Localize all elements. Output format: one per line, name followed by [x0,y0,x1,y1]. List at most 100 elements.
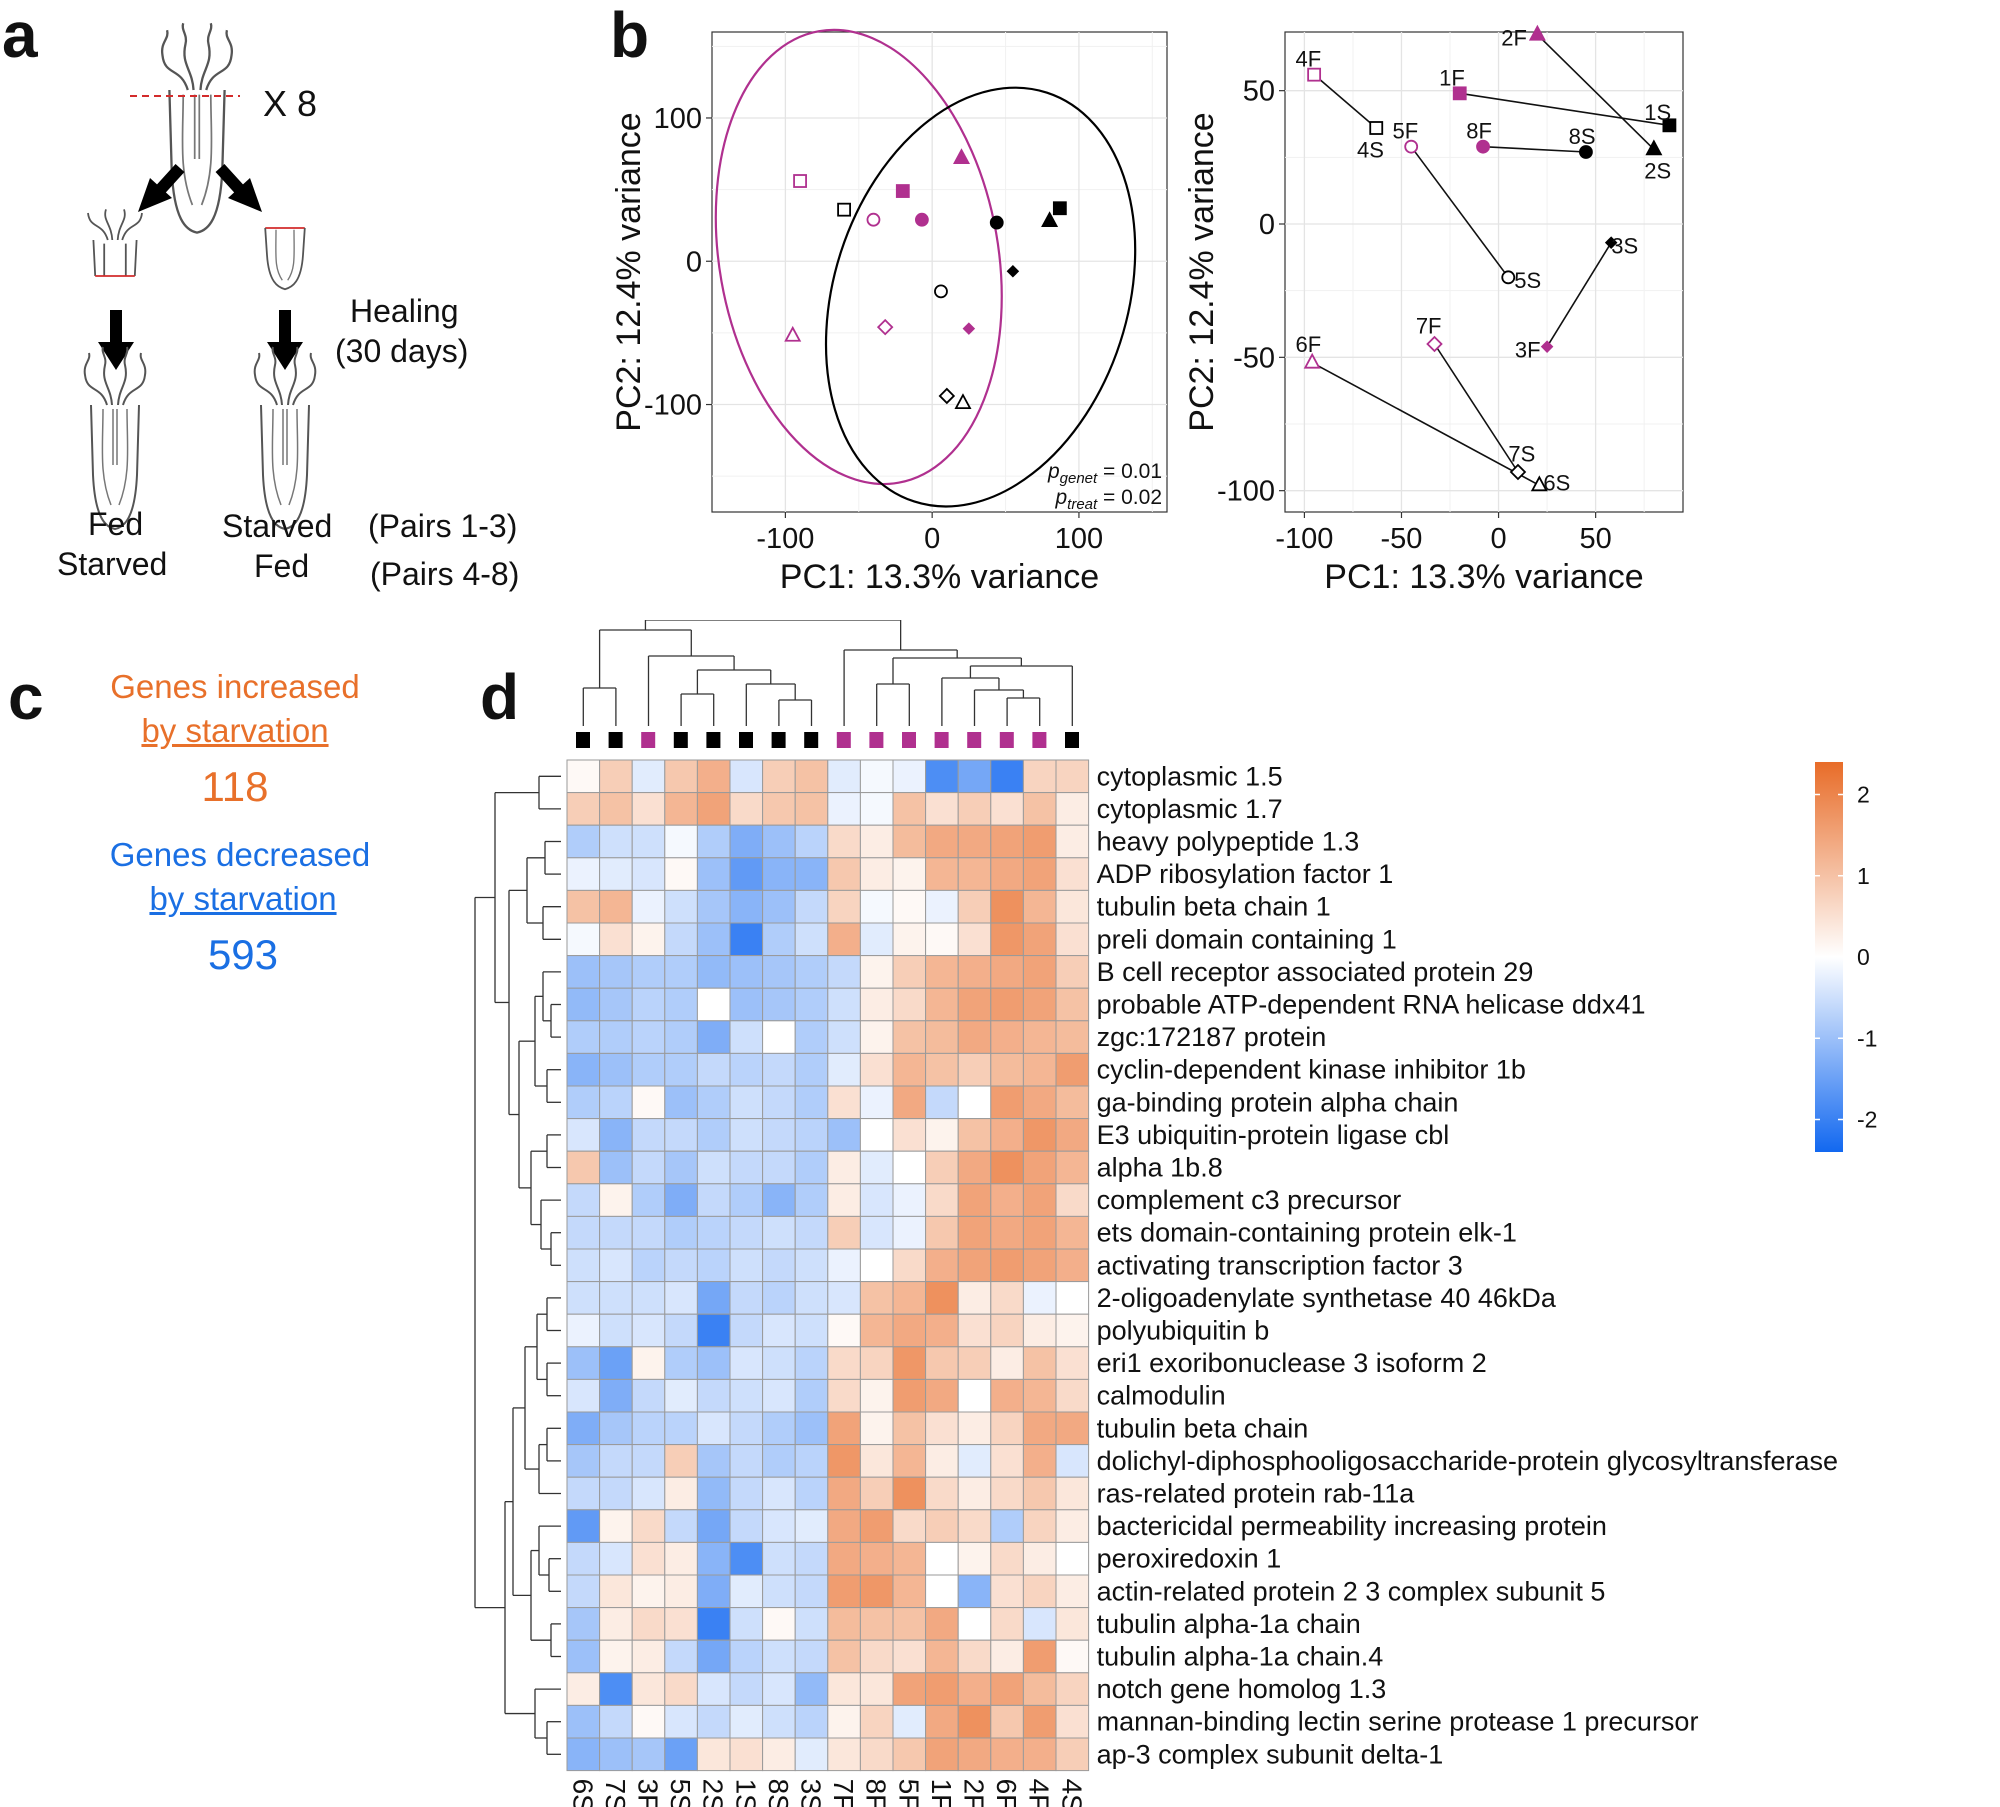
heatmap-cell [990,1020,1024,1054]
heatmap-cell [762,1215,796,1250]
y-tick-label: -50 [1233,342,1275,374]
heatmap-cell [1055,922,1090,957]
heatmap-cell [794,1118,829,1152]
heatmap-cell [1022,1411,1057,1446]
heatmap-cell [794,1737,829,1772]
heatmap-cell [957,1672,992,1706]
column-label: 8S [763,1779,794,1807]
heatmap-cell [859,1215,894,1250]
heatmap-cell [1022,1509,1057,1543]
column-group-marker [641,732,656,748]
heatmap-cell [859,922,894,957]
heatmap-cell [892,1118,927,1152]
heatmap-cell [957,987,992,1022]
heatmap-cell [599,1737,633,1772]
heatmap-cell [566,1378,601,1413]
point-label: 6F [1295,332,1321,357]
heatmap-cell [599,987,633,1022]
heatmap-cell [794,824,829,859]
heatmap-cell [566,759,601,794]
heatmap-cell [990,1541,1024,1576]
heatmap-cell [1055,1281,1090,1315]
heatmap-cell [696,1281,731,1315]
point-label: 1S [1644,100,1671,125]
pca-point [1476,139,1490,154]
heatmap-cell [925,1574,959,1609]
row-label: notch gene homolog 1.3 [1097,1674,1387,1704]
column-group-marker [576,732,590,748]
heatmap-cell [566,1183,601,1217]
heatmap-cell [599,1541,633,1576]
pca-point [793,174,807,188]
heatmap-cell [566,1118,601,1152]
heatmap-cell [599,1313,633,1348]
heatmap-cell [1055,1215,1090,1250]
heatmap-cell [990,1509,1024,1543]
row-label: calmodulin [1097,1381,1226,1411]
row-label: cytoplasmic 1.5 [1097,761,1283,791]
heatmap-cell [859,1639,894,1674]
column-label: 1F [926,1779,957,1807]
heatmap-cell [1022,1476,1057,1511]
heatmap-cell [794,889,829,924]
heatmap-cell [957,1020,992,1054]
colorbar-tick-label: 2 [1857,782,1870,808]
heatmap-cell [762,1672,796,1706]
heatmap-cell [696,889,731,924]
row-label: ap-3 complex subunit delta-1 [1097,1739,1444,1769]
heatmap-cell [990,1052,1024,1087]
heatmap-cell [762,1281,796,1315]
heatmap-cell [1022,1574,1057,1609]
heatmap-cell [696,955,731,989]
heatmap-cell [1055,1574,1090,1609]
colorbar-tick-label: -1 [1857,1025,1877,1051]
heatmap-cell [957,1313,992,1348]
panel-a-schematic [83,22,317,530]
heatmap-cell [892,1085,927,1120]
heatmap-cell [762,1541,796,1576]
heatmap-cell [1055,1704,1090,1739]
healing-label: Healing [350,293,459,329]
y-tick-label: 0 [1259,209,1275,241]
heatmap-cell [827,987,861,1022]
heatmap-cell [631,1085,666,1120]
heatmap-cell [631,922,666,957]
heatmap-cell [990,792,1024,826]
heatmap-cell [664,1509,698,1543]
right-top-label: Starved [222,508,333,544]
polyp-original-icon [160,22,234,234]
column-label: 7S [600,1779,631,1807]
heatmap-cell [990,1672,1024,1706]
heatmap-cell [892,1281,927,1315]
pca-point [934,284,948,299]
heatmap-cell [1022,759,1057,794]
heatmap-cell [566,857,601,891]
heatmap-cell [925,889,959,924]
heatmap-cell [859,955,894,989]
row-label: 2-oligoadenylate synthetase 40 46kDa [1097,1283,1557,1313]
heatmap-cell [762,987,796,1022]
heatmap-cell [892,889,927,924]
heatmap-cell [631,1346,666,1380]
heatmap-cell [631,824,666,859]
heatmap-cell [827,1378,861,1413]
heatmap-cell [1055,1020,1090,1054]
panel-label-a: a [2,0,38,71]
heatmap-cell [957,824,992,859]
heatmap-cell [696,1541,731,1576]
heatmap-cell [696,1574,731,1609]
heatmap-cell [664,955,698,989]
row-label: mannan-binding lectin serine protease 1 … [1097,1707,1699,1737]
heatmap-cell [729,1085,764,1120]
pca-point [1528,24,1546,41]
heatmap-cell [729,1639,764,1674]
pca-point [837,202,851,217]
heatmap-cell [990,1215,1024,1250]
heatmap-cell [925,1444,959,1478]
heatmap-cell [892,1346,927,1380]
column-label: 2F [959,1779,990,1807]
heatmap-cell [859,1183,894,1217]
heatmap-cell [1022,1313,1057,1348]
heatmap-cell [794,1476,829,1511]
panel-label-b: b [610,0,650,71]
